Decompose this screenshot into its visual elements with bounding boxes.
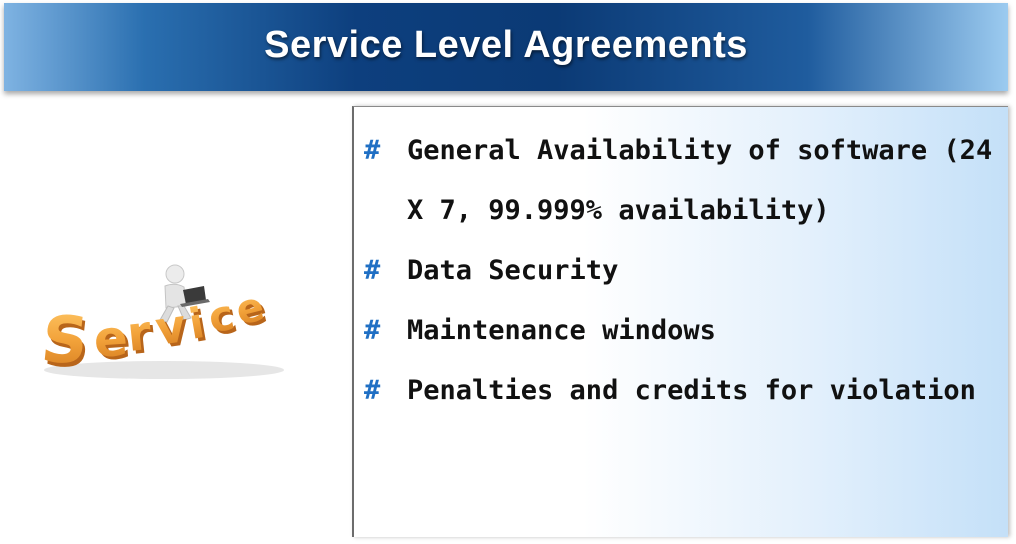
list-item: # Maintenance windows (364, 301, 997, 361)
hash-bullet-icon: # (364, 315, 381, 346)
svg-text:e: e (95, 312, 133, 372)
bullet-list: # General Availability of software (24 X… (364, 121, 997, 421)
bullet-text: Data Security (407, 255, 619, 286)
hash-bullet-icon: # (364, 135, 381, 166)
laptop-icon (180, 286, 210, 307)
slide-title: Service Level Agreements (264, 24, 748, 66)
list-item: # Penalties and credits for violation (364, 361, 997, 421)
bullet-text: General Availability of software (24 X 7… (407, 135, 993, 226)
svg-text:S: S (38, 303, 92, 378)
title-bar: Service Level Agreements (4, 3, 1008, 91)
svg-text:v: v (155, 301, 192, 359)
bullet-text: Maintenance windows (407, 315, 716, 346)
bullet-text: Penalties and credits for violation (407, 375, 976, 406)
list-item: # General Availability of software (24 X… (364, 121, 997, 241)
list-item: # Data Security (364, 241, 997, 301)
svg-text:S: S (40, 307, 94, 382)
svg-text:v: v (152, 298, 189, 356)
content-panel: # General Availability of software (24 X… (352, 106, 1008, 537)
service-illustration: S S e e r r v v i i c c e e (38, 264, 284, 382)
hash-bullet-icon: # (364, 255, 381, 286)
hash-bullet-icon: # (364, 375, 381, 406)
svg-text:e: e (92, 309, 130, 369)
